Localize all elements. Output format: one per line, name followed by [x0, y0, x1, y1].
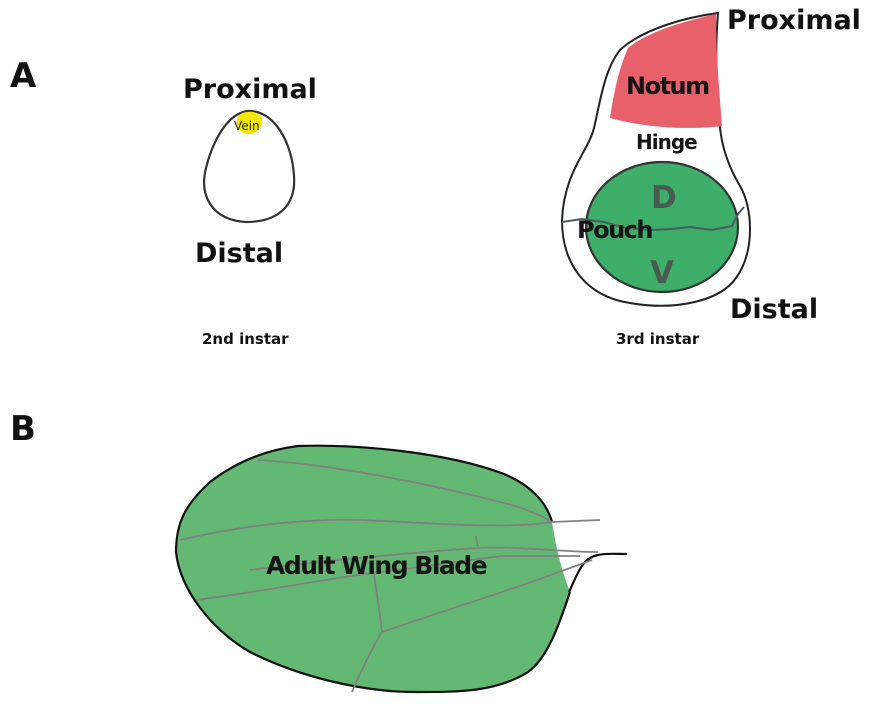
- third-instar-distal-label: Distal: [730, 294, 818, 325]
- panel-a-letter: A: [10, 56, 37, 96]
- third-instar-proximal-label: Proximal: [727, 5, 861, 36]
- notum-label: Notum: [626, 72, 709, 100]
- dorsal-compartment-label: D: [651, 180, 677, 216]
- second-instar-proximal-label: Proximal: [183, 74, 317, 105]
- second-instar-disc: Vein: [204, 111, 294, 222]
- hinge-label: Hinge: [636, 130, 697, 154]
- notum-region: [610, 14, 722, 128]
- third-instar-disc: Notum Hinge D Pouch V: [562, 13, 750, 306]
- second-instar-distal-label: Distal: [195, 238, 283, 269]
- second-instar-caption: 2nd instar: [202, 330, 289, 348]
- adult-wing: Adult Wing Blade: [176, 446, 627, 692]
- pouch-label: Pouch: [577, 216, 652, 244]
- adult-wing-label: Adult Wing Blade: [266, 551, 487, 580]
- panel-b-letter: B: [10, 409, 36, 449]
- vein-label: Vein: [234, 119, 260, 133]
- ventral-compartment-label: V: [650, 255, 674, 291]
- third-instar-caption: 3rd instar: [616, 330, 700, 348]
